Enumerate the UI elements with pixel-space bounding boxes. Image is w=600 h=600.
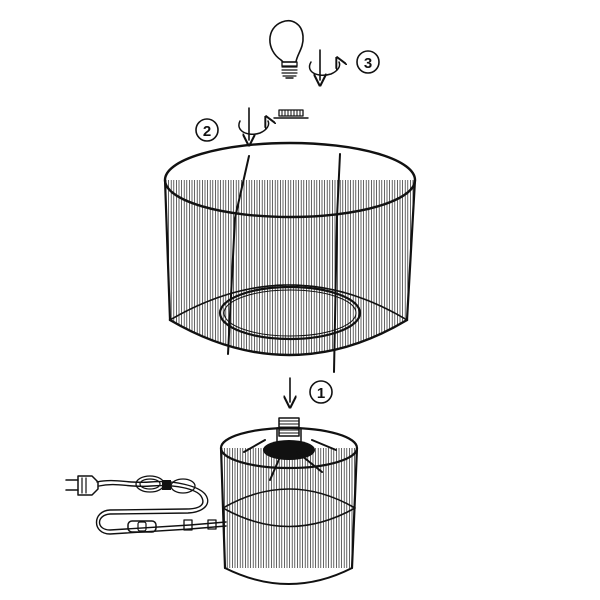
light-bulb-icon — [269, 20, 304, 79]
plug-icon — [65, 475, 99, 496]
inline-switch-icon — [127, 519, 217, 533]
step-2-badge: 2 — [195, 118, 219, 142]
step-1-badge: 1 — [309, 380, 333, 404]
step-2-number: 2 — [203, 123, 211, 140]
threaded-socket — [276, 417, 302, 443]
step-3-number: 3 — [364, 55, 372, 72]
rotate-arrow-icon — [308, 49, 339, 80]
cable-coil-icon — [135, 475, 196, 494]
step-3-badge: 3 — [356, 50, 380, 74]
lamp-base — [219, 417, 359, 585]
ring-nut — [273, 109, 309, 119]
step-1-number: 1 — [317, 385, 325, 402]
rotate-arrow-icon — [238, 107, 269, 140]
lampshade — [163, 141, 417, 373]
